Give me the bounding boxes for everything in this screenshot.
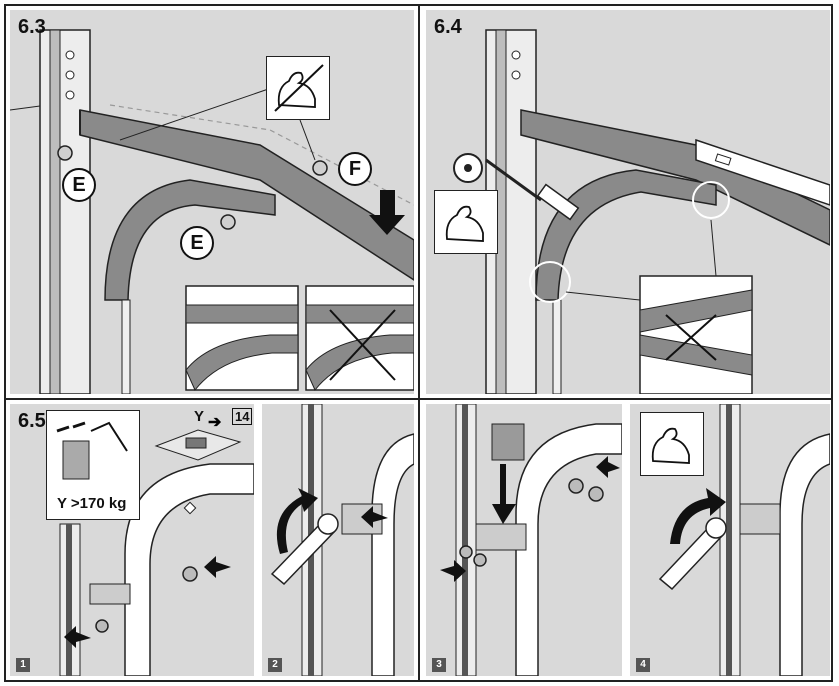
label-e-top: E — [62, 168, 96, 202]
rotate-arrow-icon — [276, 488, 318, 554]
step-3-illustration — [440, 404, 622, 676]
rotate-arrow-icon — [670, 488, 726, 544]
bracket-part — [491, 423, 525, 461]
screwdriver-icon — [485, 158, 580, 221]
detail-incorrect — [305, 285, 414, 391]
strong-arm-crossed-icon — [274, 64, 324, 112]
divider-vertical-bottom — [418, 398, 420, 680]
weight-threshold-text: Y >170 kg — [57, 495, 127, 512]
wrench-icon — [270, 513, 339, 586]
screw-e-bottom — [220, 214, 236, 230]
arrow-right-icon: ➔ — [208, 414, 222, 431]
force-box-step-4 — [640, 412, 704, 476]
step-number-6-4: 6.4 — [434, 16, 462, 38]
detail-correct — [185, 285, 299, 391]
wrench-icon — [658, 517, 727, 591]
spirit-level-icon — [695, 138, 830, 206]
step-number-6-3: 6.3 — [18, 16, 46, 38]
panel-6-4: 6.4 — [426, 10, 830, 394]
substep-number-3: 3 — [432, 658, 446, 672]
push-down-arrow-icon — [369, 190, 405, 235]
arrow-down-icon — [492, 504, 516, 524]
force-box — [434, 190, 498, 254]
panel-6-5-step-4: 4 — [630, 404, 830, 676]
no-force-box — [266, 56, 330, 120]
substep-number-2: 2 — [268, 658, 282, 672]
step-1-illustration — [59, 463, 254, 676]
label-e-bottom: E — [180, 226, 214, 260]
substep-number-4: 4 — [636, 658, 650, 672]
push-arrow-icon — [204, 556, 231, 578]
substep-number-1: 1 — [16, 658, 30, 672]
spring-info-icon — [56, 421, 128, 480]
panel-6-5-step-3: 3 — [426, 404, 622, 676]
detail-incorrect-level — [639, 275, 753, 394]
strong-arm-icon — [445, 205, 484, 242]
y-label: Y — [194, 408, 205, 425]
instruction-sheet: 6.3 E E F — [4, 4, 833, 682]
panel-6-5-step-1: Y >170 kg Y ➔ 14 1 — [10, 404, 254, 676]
panel-6-3: 6.3 E E F — [10, 10, 414, 394]
step-4-illustration — [658, 404, 830, 676]
panel-6-5-step-2: 2 — [262, 404, 414, 676]
screw-e-top — [57, 145, 73, 161]
step-2-illustration — [270, 404, 414, 676]
panel-6-3-illustration — [10, 29, 414, 394]
weight-info-box: Y >170 kg — [46, 410, 140, 520]
label-f: F — [338, 152, 372, 186]
nut-f — [312, 160, 328, 176]
step-number-6-5: 6.5 — [18, 410, 46, 432]
strong-arm-icon — [651, 427, 690, 464]
reference-page: 14 — [232, 408, 253, 425]
divider-vertical-top — [418, 6, 420, 398]
reference-diagram-icon — [154, 429, 242, 461]
